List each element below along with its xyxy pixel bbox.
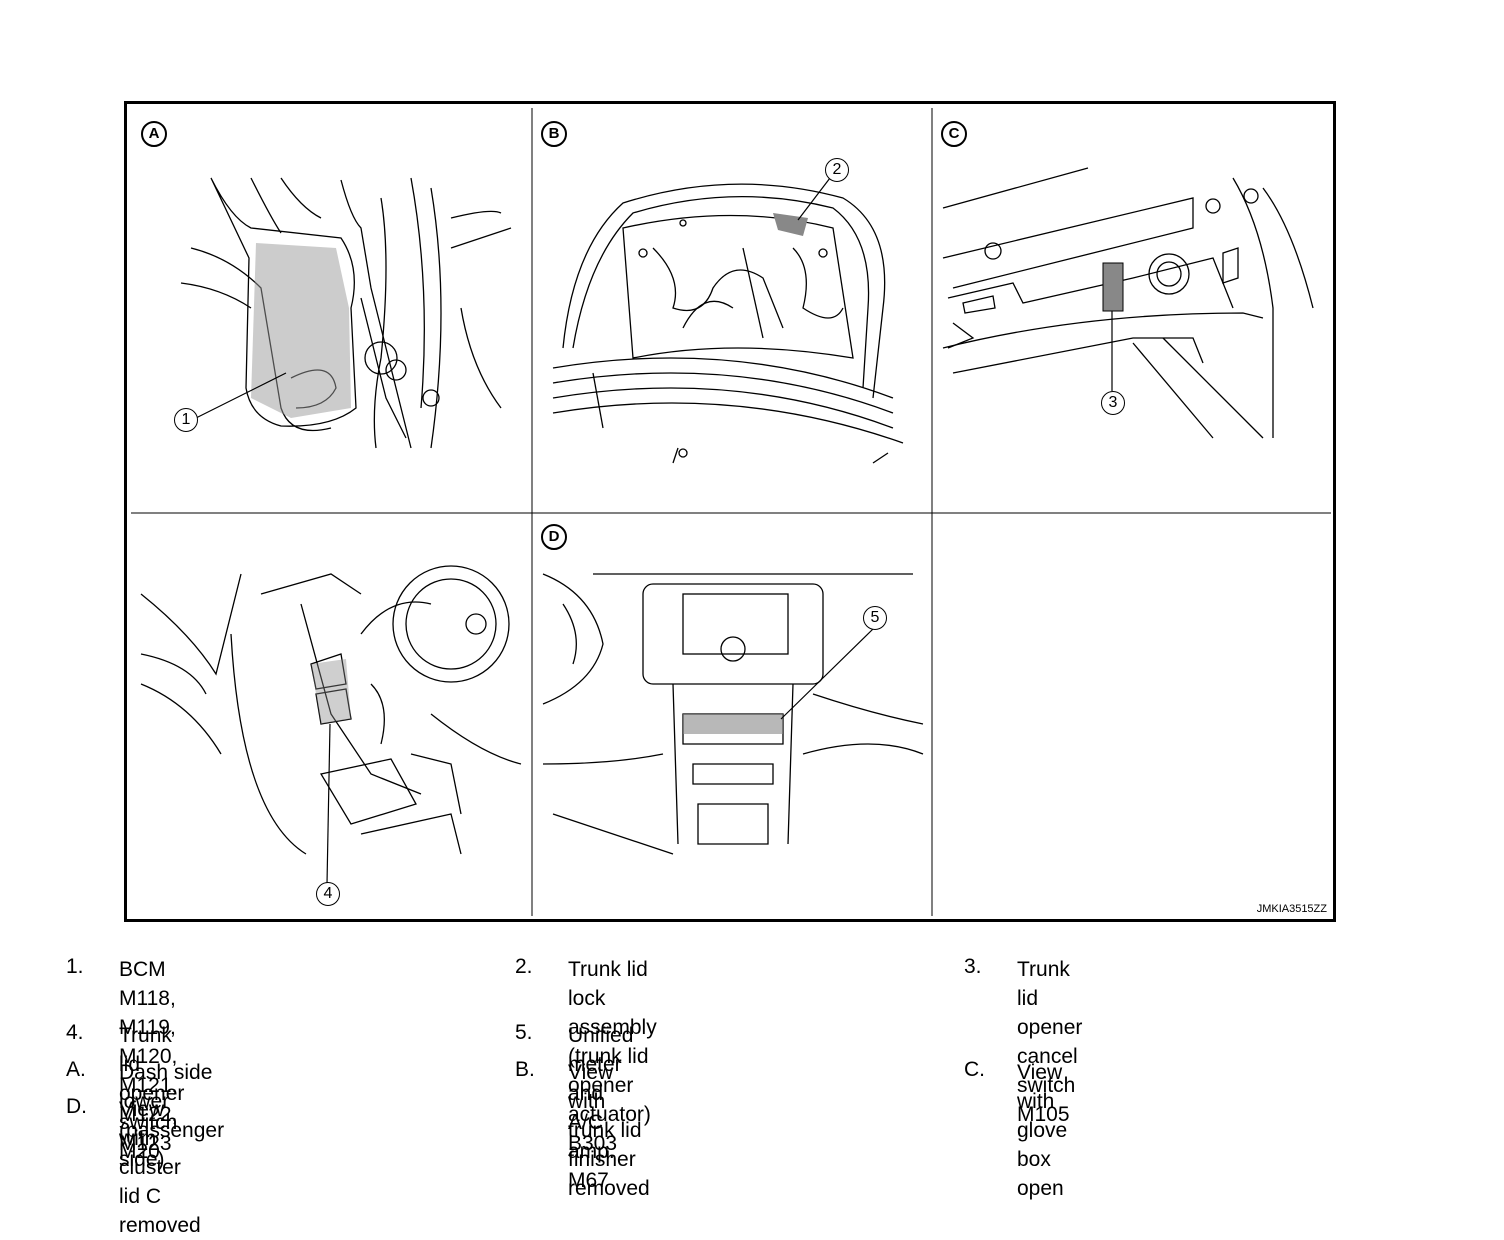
trunk-lid-illustration <box>552 177 904 464</box>
callout-2: 2 <box>825 158 849 182</box>
view-tag-c: C <box>941 121 967 147</box>
callout-3: 3 <box>1101 391 1125 415</box>
legend-row: A. Dash side lower (passenger side) B. V… <box>66 1058 1068 1200</box>
legend-row: 1. BCM M118, M119, M120, M121,M122, M123… <box>66 955 1083 1155</box>
view-tag-a: A <box>141 121 167 147</box>
component-location-figure: A 1 <box>124 101 1336 922</box>
center-console-illustration <box>542 573 924 855</box>
figure-code: JMKIA3515ZZ <box>1256 903 1327 915</box>
view-tag-d: D <box>541 524 567 550</box>
legend-row: 4. Trunk lid opener switch M20 5. Unifie… <box>66 1021 634 1192</box>
panel-d: D 5 <box>533 514 931 916</box>
panel-driver-side: 4 <box>131 514 531 916</box>
callout-4: 4 <box>316 882 340 906</box>
legend: 1. BCM M118, M119, M120, M121,M122, M123… <box>66 955 1466 1237</box>
callout-1: 1 <box>174 408 198 432</box>
view-tag-b: B <box>541 121 567 147</box>
panel-grid-lines <box>131 108 1331 916</box>
driver-side-illustration <box>140 565 522 885</box>
panel-b: B 2 <box>533 108 931 512</box>
panel-c: C 3 <box>933 108 1333 512</box>
glove-box-illustration <box>942 167 1314 439</box>
callout-5: 5 <box>863 606 887 630</box>
panel-a: A 1 <box>131 108 531 512</box>
bcm-illustration <box>180 177 512 449</box>
legend-row: D. View with cluster lid C removed <box>66 1095 201 1237</box>
